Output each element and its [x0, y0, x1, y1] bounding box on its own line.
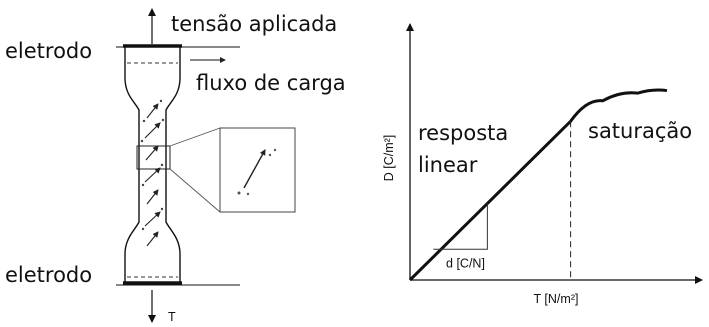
linear-label-line1: resposta — [418, 121, 508, 145]
zoom-connector-bottom — [169, 168, 221, 213]
charge-flux-label: fluxo de carga — [196, 71, 346, 95]
saturation-label: saturação — [588, 119, 692, 143]
linear-label-line2: linear — [418, 153, 478, 177]
zoom-source-box — [136, 145, 171, 170]
electrode-top-label: eletrodo — [5, 39, 92, 63]
y-axis-label: D [C/m²] — [382, 135, 396, 182]
slope-label: d [C/N] — [446, 256, 485, 270]
slope-triangle — [433, 203, 488, 250]
zoom-connector-top — [169, 127, 221, 147]
magnified-dipole-arrow — [243, 149, 266, 189]
magnified-charges — [237, 148, 277, 196]
tension-label: tensão aplicada — [171, 12, 337, 36]
dipole-arrows — [144, 103, 161, 247]
x-axis-label: T [N/m²] — [534, 292, 579, 306]
zoom-magnified-box — [219, 127, 296, 213]
specimen-outline — [124, 45, 181, 284]
electrode-bottom-label: eletrodo — [5, 263, 92, 287]
response-curve — [408, 88, 668, 282]
charge-dots — [140, 99, 165, 231]
chart: D [C/m²] T [N/m²] d [C/N] resposta linea… — [382, 23, 703, 306]
specimen-diagram: tensão aplicada eletrodo fluxo de carga — [5, 8, 346, 324]
T-label: T — [168, 310, 176, 324]
